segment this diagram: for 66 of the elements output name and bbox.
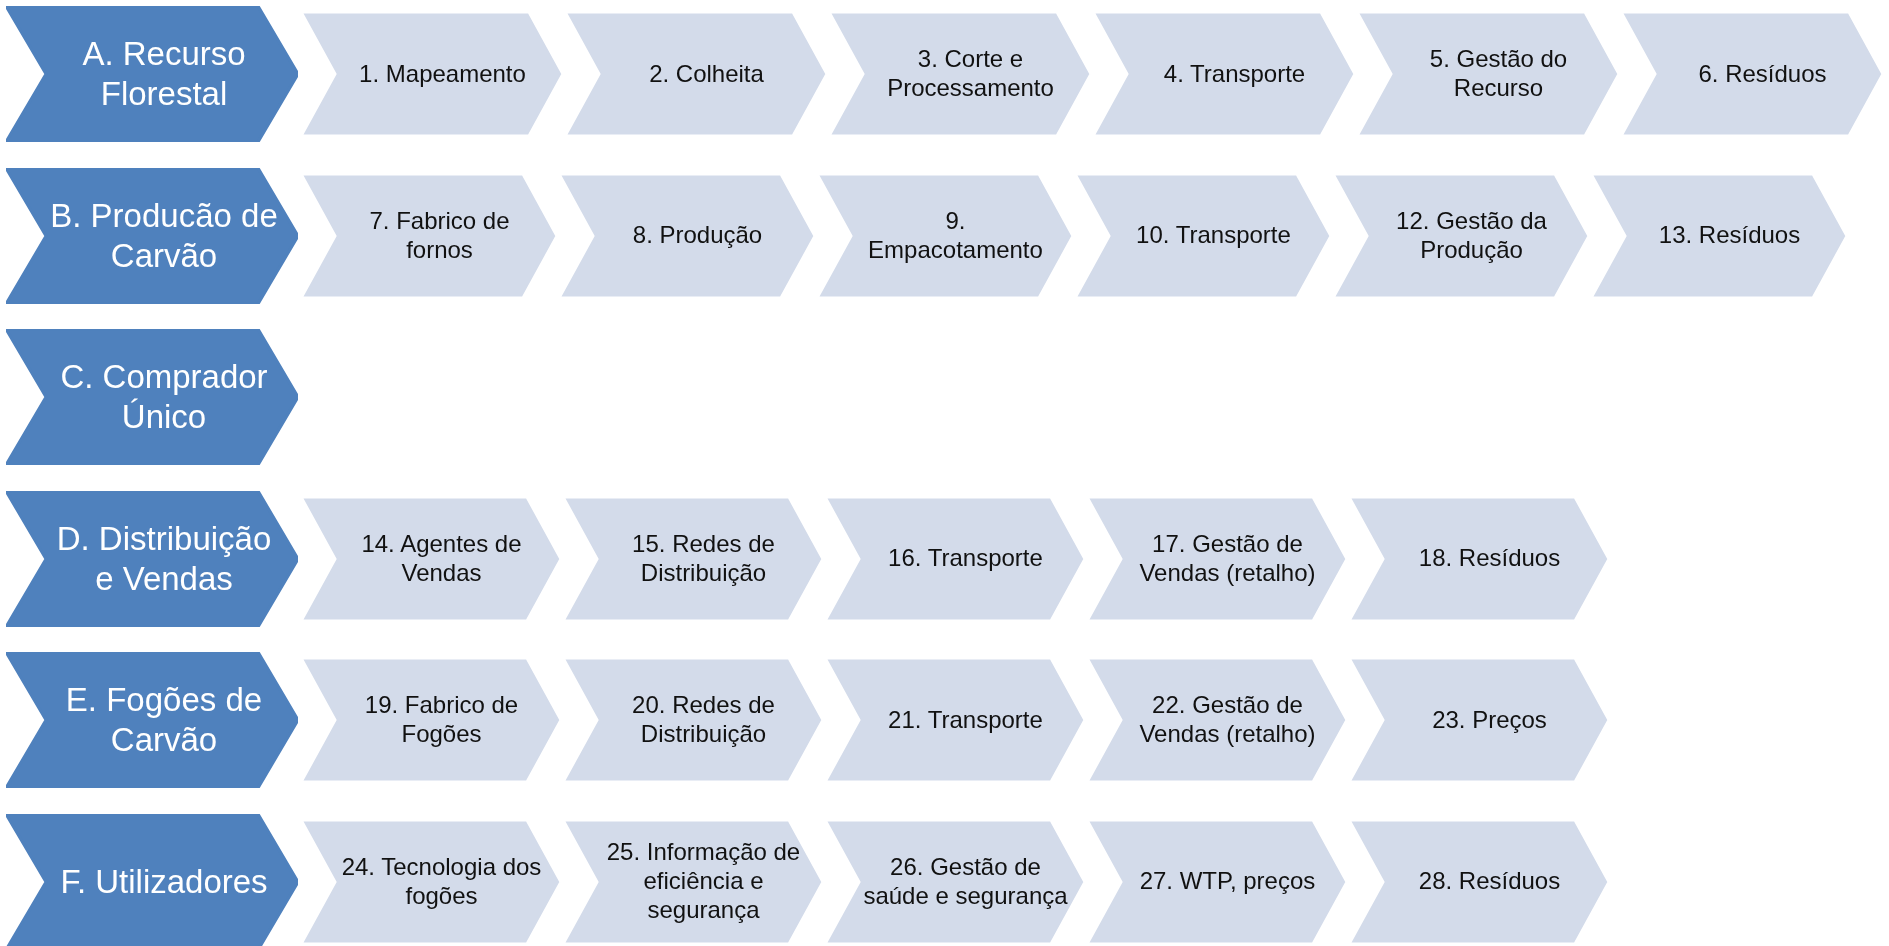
stage-label: A. Recurso Florestal: [81, 34, 247, 114]
process-step: [1349, 658, 1609, 782]
process-step: [825, 819, 1085, 944]
step-label: 21. Transporte: [888, 705, 1043, 735]
step-label: 22. Gestão de Vendas (retalho): [1138, 691, 1317, 749]
step-label: 16. Transporte: [888, 544, 1043, 573]
process-step: [1621, 12, 1883, 136]
process-step: [301, 496, 561, 621]
step-label: 28. Resíduos: [1418, 867, 1561, 896]
process-step: [1333, 173, 1589, 298]
process-step: [829, 12, 1091, 136]
process-step: [563, 658, 823, 782]
stage-tab: [6, 813, 298, 946]
process-step: [565, 12, 827, 136]
process-step: [1349, 819, 1609, 944]
step-label: 13. Resíduos: [1658, 221, 1801, 250]
stage-label: F. Utilizadores: [60, 861, 268, 902]
process-step: [563, 496, 823, 621]
process-step: [301, 658, 561, 782]
process-step: [301, 12, 563, 136]
step-label: 20. Redes de Distribuição: [631, 691, 776, 749]
process-step: [301, 819, 561, 944]
step-label: 3. Corte e Processamento: [886, 45, 1055, 103]
step-label: 6. Resíduos: [1698, 59, 1827, 89]
step-label: 19. Fabrico de Fogões: [363, 691, 520, 749]
process-step: [1357, 12, 1619, 136]
step-label: 18. Resíduos: [1418, 544, 1561, 573]
stage-label: E. Fogões de Carvão: [64, 680, 264, 760]
step-label: 25. Informação de eficiência e segurança: [605, 838, 802, 925]
step-label: 23. Preços: [1432, 705, 1547, 735]
stage-label: B. Producão de Carvão: [50, 195, 278, 276]
process-step: [1087, 658, 1347, 782]
step-label: 17. Gestão de Vendas (retalho): [1138, 529, 1317, 588]
step-label: 12. Gestão da Produção: [1395, 206, 1548, 265]
process-step: [825, 496, 1085, 621]
process-step: [1087, 819, 1347, 944]
step-label: 5. Gestão do Recurso: [1428, 45, 1569, 103]
step-label: 7. Fabrico de fornos: [368, 206, 511, 265]
step-label: 2. Colheita: [649, 59, 764, 89]
process-step: [1075, 173, 1331, 298]
step-label: 9. Empacotamento: [867, 206, 1044, 265]
stage-tab: [6, 490, 298, 627]
step-label: 15. Redes de Distribuição: [631, 529, 776, 588]
process-step: [1349, 496, 1609, 621]
step-label: 8. Produção: [632, 221, 763, 250]
process-step: [559, 173, 815, 298]
step-label: 4. Transporte: [1163, 59, 1306, 89]
step-label: 26. Gestão de saúde e segurança: [863, 852, 1068, 911]
stage-tab: [6, 167, 298, 304]
stage-label: C. Comprador Único: [59, 357, 269, 437]
stage-tab: [6, 6, 298, 142]
process-step: [1087, 496, 1347, 621]
process-step: [1093, 12, 1355, 136]
process-step: [825, 658, 1085, 782]
stage-label: D. Distribuição e Vendas: [55, 518, 273, 599]
process-step: [817, 173, 1073, 298]
step-label: 24. Tecnologia dos fogões: [340, 852, 543, 911]
stage-tab: [6, 652, 298, 788]
process-step: [563, 819, 823, 944]
step-label: 10. Transporte: [1136, 221, 1291, 250]
process-step: [1591, 173, 1847, 298]
step-label: 27. WTP, preços: [1139, 867, 1316, 896]
step-label: 1. Mapeamento: [359, 59, 526, 89]
process-step: [301, 173, 557, 298]
stage-tab: [6, 329, 298, 465]
step-label: 14. Agentes de Vendas: [360, 529, 523, 588]
